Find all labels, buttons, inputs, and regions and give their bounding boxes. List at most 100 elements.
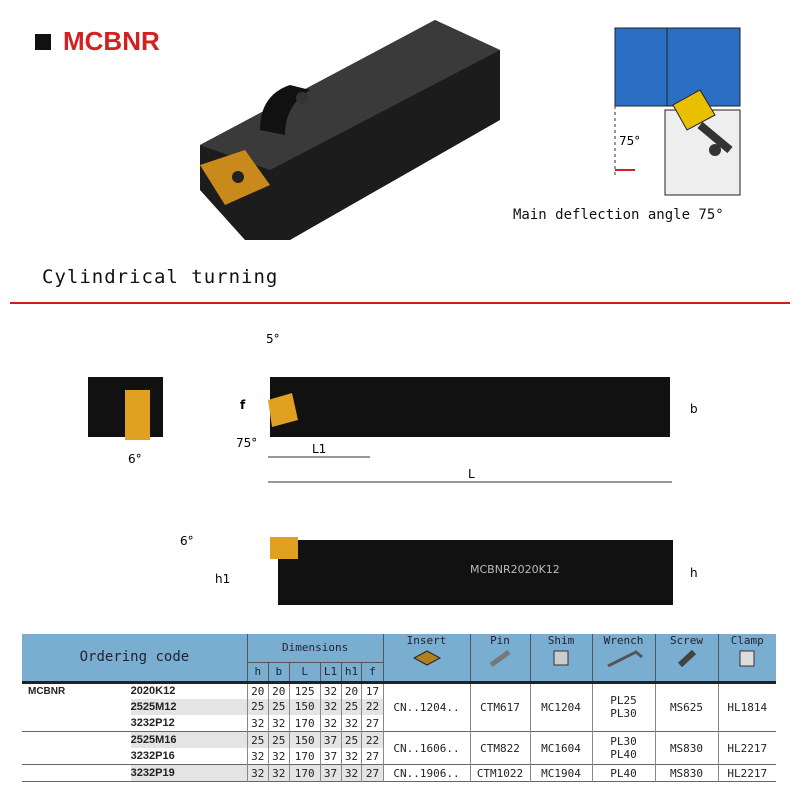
series-cell xyxy=(22,731,131,749)
divider xyxy=(10,302,790,304)
h-label: h xyxy=(690,566,698,580)
dim-cell: 37 xyxy=(319,731,341,749)
L1-label: L1 xyxy=(312,442,326,456)
subtitle: Cylindrical turning xyxy=(42,266,279,288)
diagram-caption: Main deflection angle 75° xyxy=(513,207,724,223)
clamp-cell: HL1814 xyxy=(717,682,776,732)
title-text: MCBNR xyxy=(63,26,160,56)
screw-cell: MS830 xyxy=(654,731,718,765)
series-cell: MCBNR xyxy=(28,685,66,697)
dim-cell: 25 xyxy=(340,731,362,749)
code-cell: 3232P16 xyxy=(130,750,175,763)
code-cell: 3232P12 xyxy=(130,717,175,730)
h1-label: h1 xyxy=(215,572,230,586)
series-cell xyxy=(22,748,131,765)
deflection-angle-diagram: 75° xyxy=(614,27,741,196)
dimensions-header: Dimensions xyxy=(246,634,383,662)
series-cell xyxy=(22,699,131,716)
dim-cell: 25 xyxy=(340,698,362,716)
col-h1: h1 xyxy=(340,661,362,682)
dim-cell: 32 xyxy=(246,748,269,765)
dim-cell: 150 xyxy=(288,698,321,716)
ordering-code-header: Ordering code xyxy=(22,634,248,682)
specifications-table: Ordering code Dimensions Insert Pin Shim… xyxy=(22,634,776,782)
clamp-cell: HL2217 xyxy=(717,764,776,782)
wrench-header: Wrench xyxy=(591,634,655,682)
pin-cell: CTM617 xyxy=(469,682,530,732)
shim-cell: MC1604 xyxy=(529,731,592,765)
code-cell: 2020K12 xyxy=(130,685,176,698)
b-label: b xyxy=(690,402,698,416)
insert-cell: CN..1906.. xyxy=(382,764,470,782)
screw-cell: MS625 xyxy=(654,682,718,732)
col-f: f xyxy=(361,661,383,682)
dim-cell: 20 xyxy=(340,682,362,699)
insert-cell: CN..1606.. xyxy=(382,731,470,765)
dim-cell: 27 xyxy=(361,715,383,732)
dim-cell: 37 xyxy=(319,764,341,782)
dim-cell: 32 xyxy=(340,748,362,765)
tool-photo xyxy=(200,20,500,240)
wrench-cell: PL30 PL40 xyxy=(591,731,655,765)
series-cell xyxy=(22,764,131,782)
shim-header: Shim xyxy=(529,634,592,682)
L-label: L xyxy=(468,467,475,481)
code-cell: 2525M16 xyxy=(130,731,248,749)
dim-cell: 32 xyxy=(267,715,290,732)
dim-cell: 32 xyxy=(340,715,362,732)
code-cell: 2525M12 xyxy=(130,698,248,716)
dim-cell: 27 xyxy=(361,748,383,765)
col-b: b xyxy=(267,661,290,682)
dim-cell: 17 xyxy=(361,682,383,699)
pin-cell: CTM1022 xyxy=(469,764,530,782)
insert-cell: CN..1204.. xyxy=(382,682,470,732)
screw-header: Screw xyxy=(654,634,718,682)
tool-marking: MCBNR2020K12 xyxy=(470,563,560,576)
pin-header: Pin xyxy=(469,634,530,682)
f-label: f xyxy=(240,398,246,412)
square-bullet-icon xyxy=(35,33,51,50)
dim-cell: 170 xyxy=(288,715,321,732)
col-L: L xyxy=(288,661,321,682)
wrench-cell: PL40 xyxy=(591,764,655,782)
clamp-header: Clamp xyxy=(717,634,776,682)
dim-cell: 25 xyxy=(246,731,269,749)
dim-cell: 25 xyxy=(267,731,290,749)
dim-cell: 125 xyxy=(288,682,321,699)
dim-cell: 32 xyxy=(319,682,341,699)
dim-cell: 37 xyxy=(319,748,341,765)
dim-cell: 32 xyxy=(319,715,341,732)
dim-cell: 27 xyxy=(361,764,383,782)
dim-cell: 32 xyxy=(267,764,290,782)
dim-cell: 170 xyxy=(288,764,321,782)
series-cell xyxy=(22,715,131,732)
product-title: MCBNR xyxy=(35,26,160,57)
dim-cell: 22 xyxy=(361,731,383,749)
dim-cell: 32 xyxy=(340,764,362,782)
technical-drawing: 6° 5° 75° f b L1 L MCBNR2020K12 6° h1 h xyxy=(88,332,698,605)
code-cell: 3232P19 xyxy=(130,764,248,782)
col-h: h xyxy=(246,661,269,682)
wrench-cell: PL25 PL30 xyxy=(591,682,655,732)
dim-cell: 20 xyxy=(267,682,290,699)
dim-cell: 32 xyxy=(246,764,269,782)
dim-cell: 32 xyxy=(246,715,269,732)
dim-cell: 32 xyxy=(267,748,290,765)
dim-cell: 25 xyxy=(246,698,269,716)
dim-cell: 20 xyxy=(246,682,269,699)
dim-cell: 32 xyxy=(319,698,341,716)
dim-cell: 22 xyxy=(361,698,383,716)
dim-cell: 150 xyxy=(288,731,321,749)
dim-cell: 170 xyxy=(288,748,321,765)
screw-cell: MS830 xyxy=(654,764,718,782)
col-L1: L1 xyxy=(319,661,341,682)
end-angle-label: 6° xyxy=(128,452,142,466)
side-angle-label: 75° xyxy=(236,436,257,450)
top-angle-label: 5° xyxy=(266,332,280,346)
side2-angle-label: 6° xyxy=(180,534,194,548)
